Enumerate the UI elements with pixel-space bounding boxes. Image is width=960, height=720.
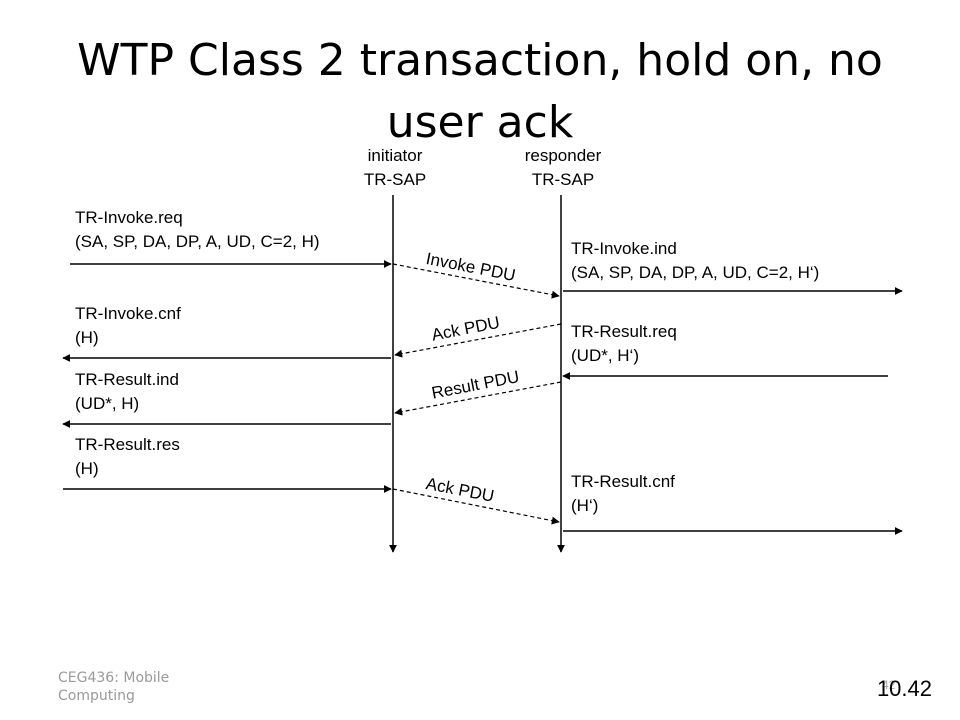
course-line-2: Computing [58,688,135,704]
course-footer: CEG436: Mobile Computing [58,669,169,705]
ack-pdu-2-arrow [392,488,560,525]
slide-title: WTP Class 2 transaction, hold on, no use… [77,35,883,148]
invoke-pdu-arrow [392,263,560,299]
result-ind-label: TR-Result.ind (UD*, H) [75,368,179,416]
result-res-params: (H) [75,459,99,478]
initiator-label: initiator [367,146,423,165]
invoke-req-name: TR-Invoke.req [75,208,183,227]
result-res-label: TR-Result.res (H) [75,433,180,481]
result-res-name: TR-Result.res [75,435,180,454]
result-cnf-params: (H‘) [571,496,599,515]
invoke-ind-name: TR-Invoke.ind [571,239,677,258]
result-req-label: TR-Result.req (UD*, H‘) [571,320,677,368]
result-req-name: TR-Result.req [571,322,677,341]
result-pdu-arrow [394,381,562,416]
responder-label: responder [524,146,602,165]
responder-sap-label: responder TR-SAP [493,144,633,192]
invoke-cnf-label: TR-Invoke.cnf (H) [75,302,181,350]
slide-time: 10.42 [876,676,932,701]
ack-pdu-1-arrow [394,323,562,358]
invoke-ind-label: TR-Invoke.ind (SA, SP, DA, DP, A, UD, C=… [571,237,819,285]
invoke-req-params: (SA, SP, DA, DP, A, UD, C=2, H) [75,232,320,251]
page-number: 42 [882,678,896,692]
result-req-params: (UD*, H‘) [571,346,639,365]
invoke-cnf-params: (H) [75,328,99,347]
invoke-cnf-name: TR-Invoke.cnf [75,304,181,323]
responder-sap: TR-SAP [531,170,595,189]
course-line-1: CEG436: Mobile [58,670,170,686]
result-cnf-label: TR-Result.cnf (H‘) [571,470,675,518]
invoke-ind-params: (SA, SP, DA, DP, A, UD, C=2, H‘) [571,263,820,282]
invoke-req-label: TR-Invoke.req (SA, SP, DA, DP, A, UD, C=… [75,206,320,254]
result-cnf-name: TR-Result.cnf [571,472,675,491]
result-ind-name: TR-Result.ind [75,370,179,389]
initiator-sap: TR-SAP [363,170,427,189]
result-ind-params: (UD*, H) [75,394,140,413]
initiator-sap-label: initiator TR-SAP [325,144,465,192]
